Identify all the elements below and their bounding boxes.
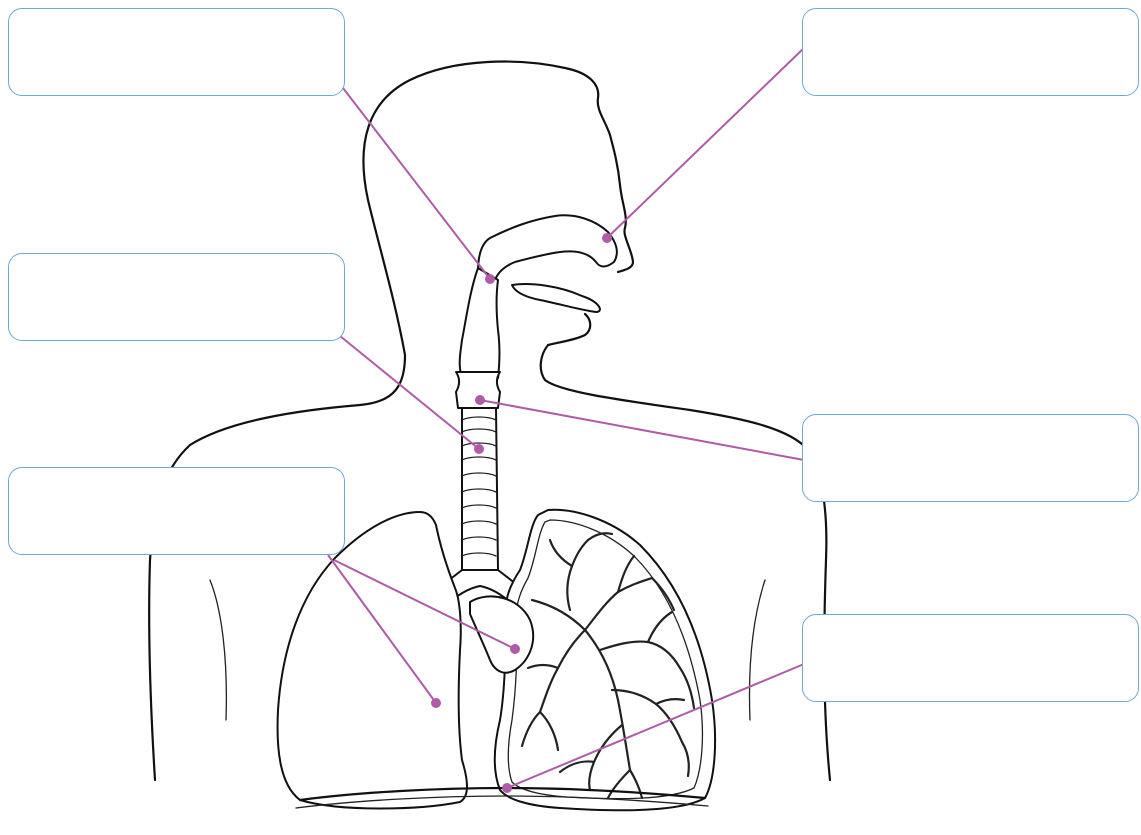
label-box-middle-right[interactable] xyxy=(802,414,1139,502)
dot-trachea xyxy=(474,444,484,454)
dot-bronchus xyxy=(510,644,520,654)
label-box-lower-right[interactable] xyxy=(802,614,1139,702)
oral-cavity xyxy=(512,284,600,312)
dot-left-lung xyxy=(431,698,441,708)
leader-top-right xyxy=(607,48,804,238)
left-arm-line xyxy=(210,580,226,720)
label-box-top-left[interactable] xyxy=(8,8,345,96)
dot-nasal xyxy=(602,233,612,243)
left-lung xyxy=(278,512,467,809)
dot-pharynx xyxy=(485,274,495,284)
right-arm-line xyxy=(750,580,765,720)
label-box-lower-left[interactable] xyxy=(8,467,345,555)
label-box-middle-left[interactable] xyxy=(8,253,345,341)
dot-larynx xyxy=(475,395,485,405)
leader-middle-right xyxy=(480,400,804,460)
face-lower xyxy=(548,314,590,345)
dot-diaphragm xyxy=(502,783,512,793)
label-box-top-right[interactable] xyxy=(802,8,1139,96)
pharynx xyxy=(460,268,500,378)
